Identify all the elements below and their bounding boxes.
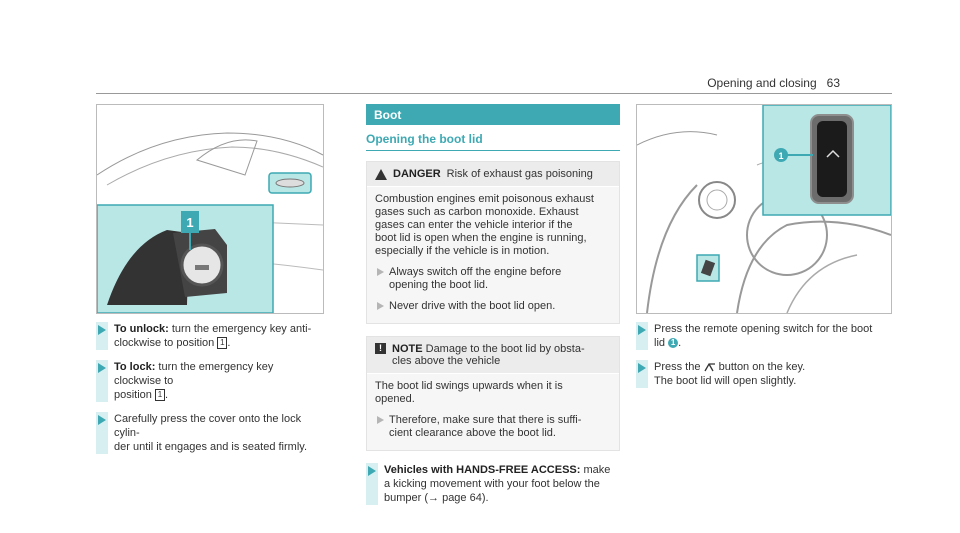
boot-section: Boot Opening the boot lid DANGER Risk of… [366, 104, 620, 505]
step-text: button on the key. [718, 361, 806, 373]
subsection-title: Opening the boot lid [366, 132, 483, 146]
step-bar [96, 360, 108, 402]
note-text: opened. [375, 393, 415, 405]
note-label: NOTE [392, 343, 423, 355]
callout-1-label: 1 [778, 151, 783, 161]
arrow-icon [98, 415, 106, 425]
step-text: make [583, 464, 611, 476]
step-text: Always switch off the engine before [389, 266, 562, 278]
position-ref: 1 [154, 389, 165, 402]
step-press-key-button: Press the button on the key. The boot li… [636, 360, 890, 388]
step-bar [636, 360, 648, 388]
warning-icon [375, 168, 387, 180]
note-heading: cles above the vehicle [392, 355, 501, 367]
step-bar [96, 412, 108, 454]
left-steps: To unlock: turn the emergency key anti- … [96, 322, 322, 454]
note-icon: ! [375, 343, 386, 354]
note-step: Therefore, make sure that there is suffi… [375, 414, 611, 440]
arrow-icon [638, 325, 646, 335]
step-label: To lock: [114, 361, 156, 373]
note-heading: Damage to the boot lid by obsta- [425, 343, 585, 355]
step-text: turn the emergency key clockwise to [114, 361, 274, 387]
step-text: The boot lid will open slightly. [654, 375, 797, 387]
section-title: Boot [366, 104, 620, 125]
page-header: Opening and closing 63 [707, 76, 840, 90]
step-label: To unlock: [114, 323, 169, 335]
step-text: Press the remote opening switch for the … [654, 323, 873, 335]
arrow-icon [377, 416, 384, 424]
boot-lid-key-icon [703, 362, 715, 371]
danger-text: Combustion engines emit poisonous exhaus… [375, 193, 594, 205]
danger-text: gases can enter the vehicle interior if … [375, 219, 573, 231]
car-door-illustration: 1 [96, 104, 324, 314]
callout-1-label: 1 [186, 215, 193, 230]
boot-open-icon [826, 149, 840, 158]
step-label: Vehicles with HANDS-FREE ACCESS: [384, 464, 581, 476]
danger-box: DANGER Risk of exhaust gas poisoning Com… [366, 161, 620, 324]
step-text: Never drive with the boot lid open. [389, 300, 556, 312]
arrow-icon [98, 325, 106, 335]
step-unlock: To unlock: turn the emergency key anti- … [96, 322, 322, 350]
danger-text: especially if the vehicle is in motion. [375, 245, 550, 257]
step-text: Carefully press the cover onto the lock … [114, 413, 302, 439]
punct: . [227, 337, 231, 349]
step-text: cient clearance above the boot lid. [389, 427, 556, 439]
step-text: a kicking movement with your foot below … [384, 478, 600, 490]
danger-heading: Risk of exhaust gas poisoning [446, 168, 593, 180]
step-hands-free: Vehicles with HANDS-FREE ACCESS: make a … [366, 463, 620, 505]
danger-step: Always switch off the engine before open… [375, 266, 611, 292]
subsection-divider [366, 150, 620, 151]
cockpit-illustration: 1 [636, 104, 892, 314]
arrow-icon [638, 363, 646, 373]
note-box: ! NOTE Damage to the boot lid by obsta- … [366, 336, 620, 451]
page-number: 63 [826, 76, 840, 90]
step-text: position [114, 389, 152, 401]
punct: . [164, 389, 169, 401]
section-name: Opening and closing [707, 76, 817, 90]
step-press-cover: Carefully press the cover onto the lock … [96, 412, 322, 454]
step-lock: To lock: turn the emergency key clockwis… [96, 360, 322, 402]
step-bar [636, 322, 648, 350]
note-text: The boot lid swings upwards when it is [375, 380, 563, 392]
step-text: bumper (→ page 64). [384, 492, 489, 504]
header-divider [96, 93, 892, 94]
step-text: Press the [654, 361, 701, 373]
step-bar [366, 463, 378, 505]
step-press-switch: Press the remote opening switch for the … [636, 322, 890, 350]
arrow-icon [377, 268, 384, 276]
right-steps: Press the remote opening switch for the … [636, 322, 890, 388]
arrow-icon [377, 302, 384, 310]
callout-ref: 1 [668, 338, 679, 349]
position-ref: 1 [217, 337, 228, 350]
danger-text: gases such as carbon monoxide. Exhaust [375, 206, 579, 218]
danger-step: Never drive with the boot lid open. [375, 300, 611, 313]
arrow-icon [98, 363, 106, 373]
step-text: turn the emergency key anti- [171, 323, 312, 335]
step-bar [96, 322, 108, 350]
step-text: Therefore, make sure that there is suffi… [389, 414, 582, 426]
step-text: der until it engages and is seated firml… [114, 441, 308, 453]
step-text: lid [654, 337, 666, 349]
punct: . [678, 337, 682, 349]
danger-label: DANGER [393, 168, 441, 180]
danger-text: boot lid is open when the engine is runn… [375, 232, 587, 244]
arrow-icon [368, 466, 376, 476]
step-text: clockwise to position [114, 337, 215, 349]
step-text: opening the boot lid. [389, 279, 489, 291]
